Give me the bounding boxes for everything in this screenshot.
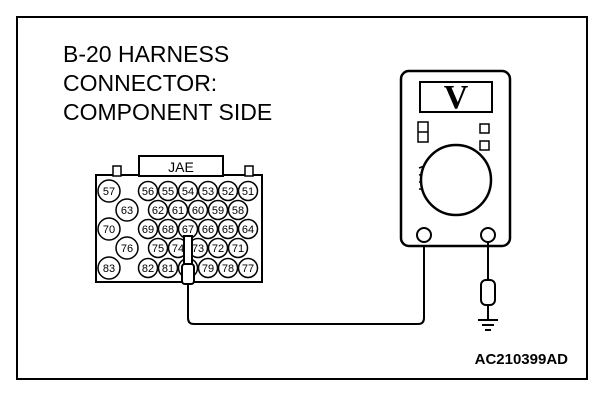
connector-pin-78	[217, 257, 239, 279]
connector-pin-60	[187, 199, 209, 221]
connector-pin-label-53: 53	[202, 186, 214, 198]
connector-pin-51	[237, 180, 259, 202]
connector-pin-55	[157, 180, 179, 202]
connector-pin-56	[137, 180, 159, 202]
connector-lock-tab	[138, 155, 224, 177]
connector-pin-82	[137, 257, 159, 279]
connector-pin-label-67: 67	[182, 224, 194, 236]
connector-pin-57	[97, 179, 121, 203]
connector-pin-53	[197, 180, 219, 202]
connector-pin-65	[217, 218, 239, 240]
terminal-com	[416, 227, 432, 243]
connector-pin-69	[137, 218, 159, 240]
voltmeter-display-label: V	[444, 79, 469, 116]
connector-pin-label-56: 56	[142, 186, 154, 198]
connector-pin-label-51: 51	[242, 186, 254, 198]
range-selector-dial	[419, 143, 493, 217]
connector-pin-label-63: 63	[121, 205, 133, 217]
connector-pin-label-65: 65	[222, 224, 234, 236]
voltmeter-display	[419, 81, 493, 113]
connector-pin-59	[207, 199, 229, 221]
connector-pin-label-71: 71	[232, 243, 244, 255]
connector-pin-66	[197, 218, 219, 240]
connector-pin-label-52: 52	[222, 186, 234, 198]
connector-pin-label-57: 57	[103, 186, 115, 198]
terminal-v	[480, 227, 496, 243]
ground-probe	[478, 242, 498, 331]
connector-pin-label-81: 81	[162, 263, 174, 275]
connector-pin-label-61: 61	[172, 205, 184, 217]
connector-pin-61	[167, 199, 189, 221]
title-line-1: B-20 HARNESS	[63, 41, 229, 67]
title-line-2: CONNECTOR:	[63, 70, 217, 96]
connector-pin-83	[97, 256, 121, 280]
connector-pin-76	[115, 236, 139, 260]
connector-pin-72	[207, 237, 229, 259]
connector-pin-label-62: 62	[152, 205, 164, 217]
connector-pin-label-54: 54	[182, 186, 194, 198]
probe-tip	[183, 235, 193, 267]
connector-left-post	[112, 165, 122, 177]
ground-probe-handle	[480, 279, 496, 306]
connector-pin-label-83: 83	[103, 263, 115, 275]
connector-pin-label-64: 64	[242, 224, 254, 236]
meter-indicator-right-bottom	[479, 140, 490, 151]
connector-pin-70	[97, 217, 121, 241]
connector-pin-label-82: 82	[142, 263, 154, 275]
connector-pin-62	[147, 199, 169, 221]
connector-pin-label-75: 75	[152, 243, 164, 255]
connector-pin-64	[237, 218, 259, 240]
connector-pin-label-78: 78	[222, 263, 234, 275]
figure-code: AC210399AD	[475, 351, 569, 368]
probe-sleeve	[181, 263, 195, 285]
connector-right-post	[244, 165, 254, 177]
harness-connector: JAE 57 56 55 54 53 52 51 63 62 61 60 59 58 70 69 68 67 66…	[95, 155, 263, 283]
test-lead-wire	[187, 240, 425, 325]
connector-label: JAE	[168, 159, 194, 175]
title-line-3: COMPONENT SIDE	[63, 99, 272, 125]
connector-pin-54	[177, 180, 199, 202]
meter-indicator-right-top	[479, 123, 490, 134]
test-probe	[181, 235, 195, 285]
connector-pin-79	[197, 257, 219, 279]
connector-pin-58	[227, 199, 249, 221]
connector-pin-52	[217, 180, 239, 202]
connector-pin-71	[227, 237, 249, 259]
connector-pin-label-66: 66	[202, 224, 214, 236]
connector-pin-label-77: 77	[242, 263, 254, 275]
connector-pin-label-55: 55	[162, 186, 174, 198]
connector-pin-label-79: 79	[202, 263, 214, 275]
connector-pin-77	[237, 257, 259, 279]
connector-pin-label-68: 68	[162, 224, 174, 236]
connector-pin-label-60: 60	[192, 205, 204, 217]
connector-pin-68	[157, 218, 179, 240]
connector-pin-label-69: 69	[142, 224, 154, 236]
connector-pin-label-76: 76	[121, 243, 133, 255]
voltmeter: V	[399, 69, 512, 248]
connector-pin-81	[157, 257, 179, 279]
figure-frame	[16, 16, 588, 380]
connector-pin-label-70: 70	[103, 224, 115, 236]
connector-pin-label-58: 58	[232, 205, 244, 217]
connector-pin-63	[115, 198, 139, 222]
connector-pin-75	[147, 237, 169, 259]
connector-pin-label-73: 73	[192, 243, 204, 255]
connector-pin-label-74: 74	[172, 243, 184, 255]
connector-pin-label-72: 72	[212, 243, 224, 255]
connector-pin-label-59: 59	[212, 205, 224, 217]
